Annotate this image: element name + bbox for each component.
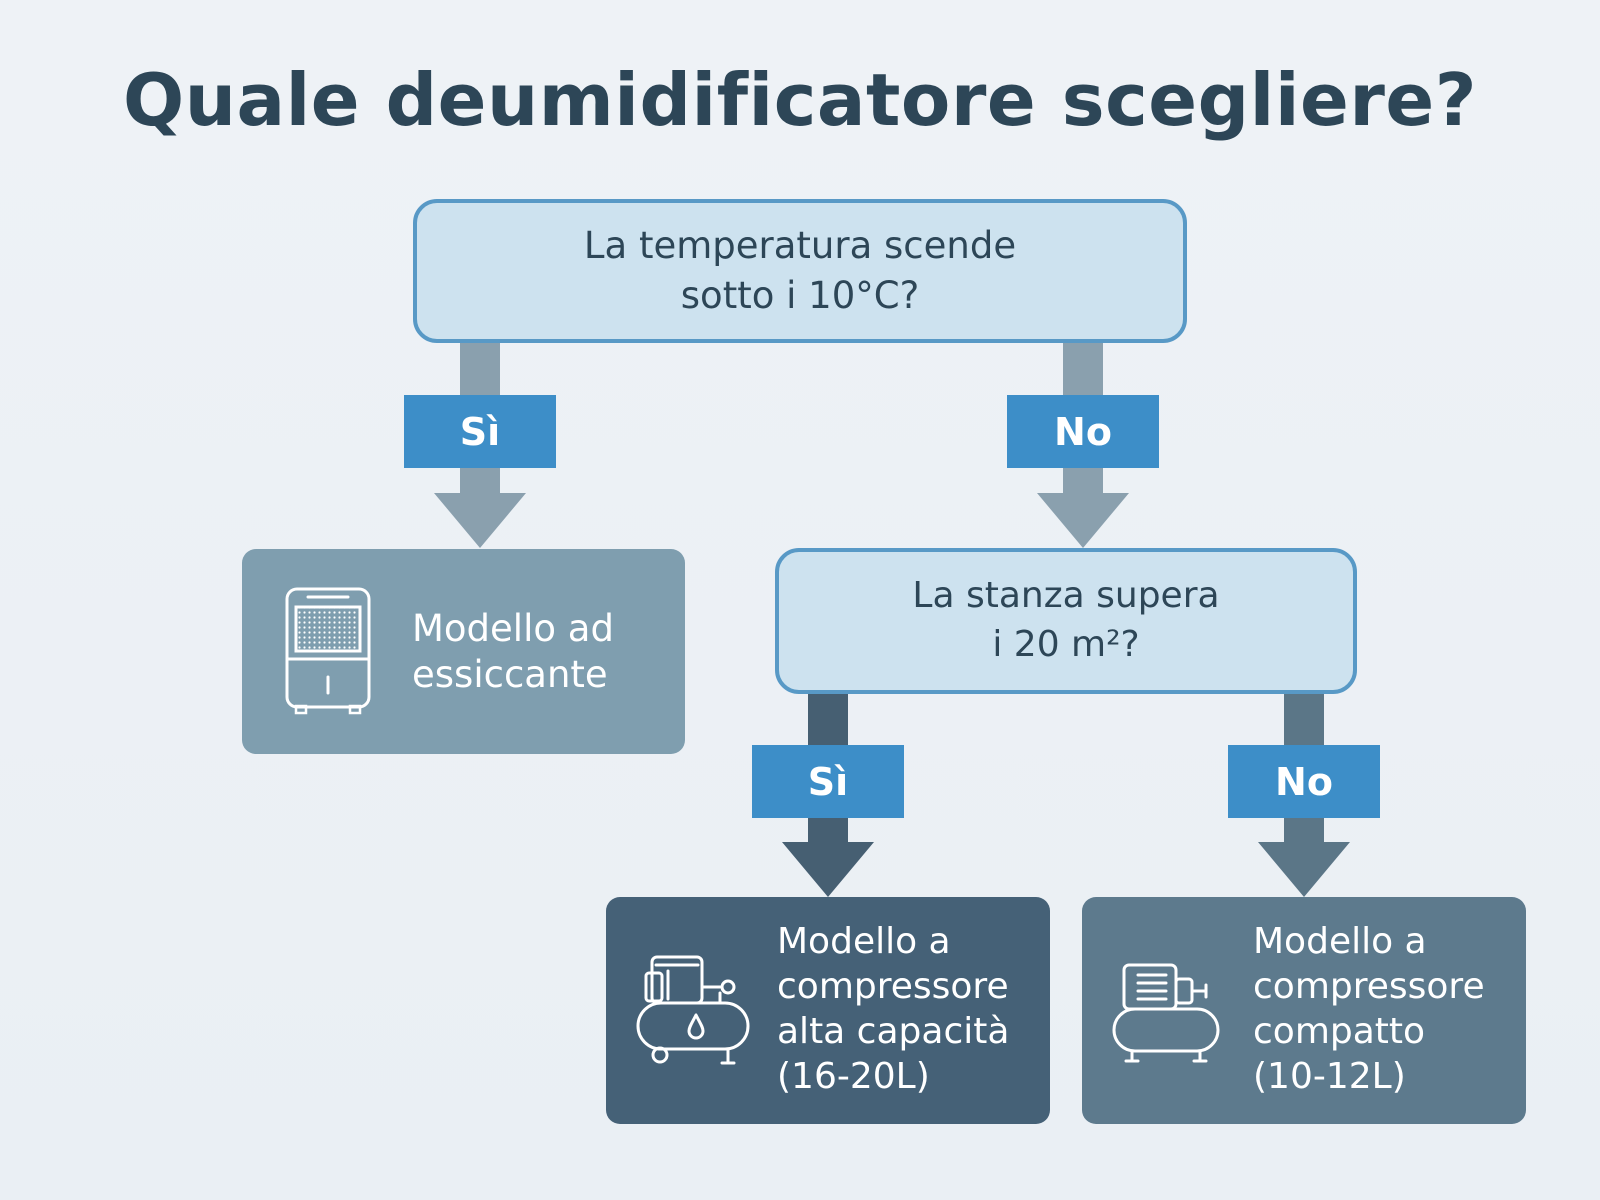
result-high-capacity-box: Modello a compressore alta capacità (16-… <box>606 897 1050 1124</box>
result-desiccant-box: Modello ad essiccante <box>242 549 685 754</box>
arrow-q1-yes <box>434 493 526 548</box>
desiccant-dehumidifier-icon <box>282 585 374 726</box>
result-compact-text: Modello a compressore compatto (10-12L) <box>1253 919 1485 1099</box>
result-compact-line-2: compressore <box>1253 966 1485 1007</box>
result-high-capacity-line-2: compressore <box>777 966 1009 1007</box>
result-high-capacity-line-4: (16-20L) <box>777 1056 930 1097</box>
result-compact-line-4: (10-12L) <box>1253 1056 1406 1097</box>
arrow-q2-no <box>1258 842 1350 897</box>
result-compact-box: Modello a compressore compatto (10-12L) <box>1082 897 1526 1124</box>
result-desiccant-line-1: Modello ad <box>412 607 614 650</box>
compact-compressor-icon <box>1110 957 1222 1078</box>
label-q2-yes: Sì <box>752 745 904 818</box>
result-high-capacity-text: Modello a compressore alta capacità (16-… <box>777 919 1009 1099</box>
question-room-size-line-1: La stanza supera <box>912 575 1220 617</box>
result-compact-line-3: compatto <box>1253 1011 1426 1052</box>
diagram-title: Quale deumidificatore scegliere? <box>123 58 1477 142</box>
question-room-size-box: La stanza supera i 20 m²? <box>775 548 1357 694</box>
question-temperature-line-1: La temperatura scende <box>583 224 1017 268</box>
question-temperature-line-2: sotto i 10°C? <box>680 274 920 317</box>
result-desiccant-text: Modello ad essiccante <box>412 606 614 699</box>
label-q1-no: No <box>1007 395 1159 468</box>
result-high-capacity-line-3: alta capacità <box>777 1011 1010 1052</box>
arrow-q1-no <box>1037 493 1129 548</box>
question-room-size-line-2: i 20 m²? <box>992 624 1140 665</box>
result-compact-line-1: Modello a <box>1253 921 1427 962</box>
question-temperature-box: La temperatura scende sotto i 10°C? <box>413 199 1187 343</box>
label-q1-yes: Sì <box>404 395 556 468</box>
arrow-q2-yes <box>782 842 874 897</box>
label-q2-no: No <box>1228 745 1380 818</box>
result-desiccant-line-2: essiccante <box>412 653 608 697</box>
result-high-capacity-line-1: Modello a <box>777 921 951 962</box>
large-compressor-icon <box>634 951 752 1080</box>
